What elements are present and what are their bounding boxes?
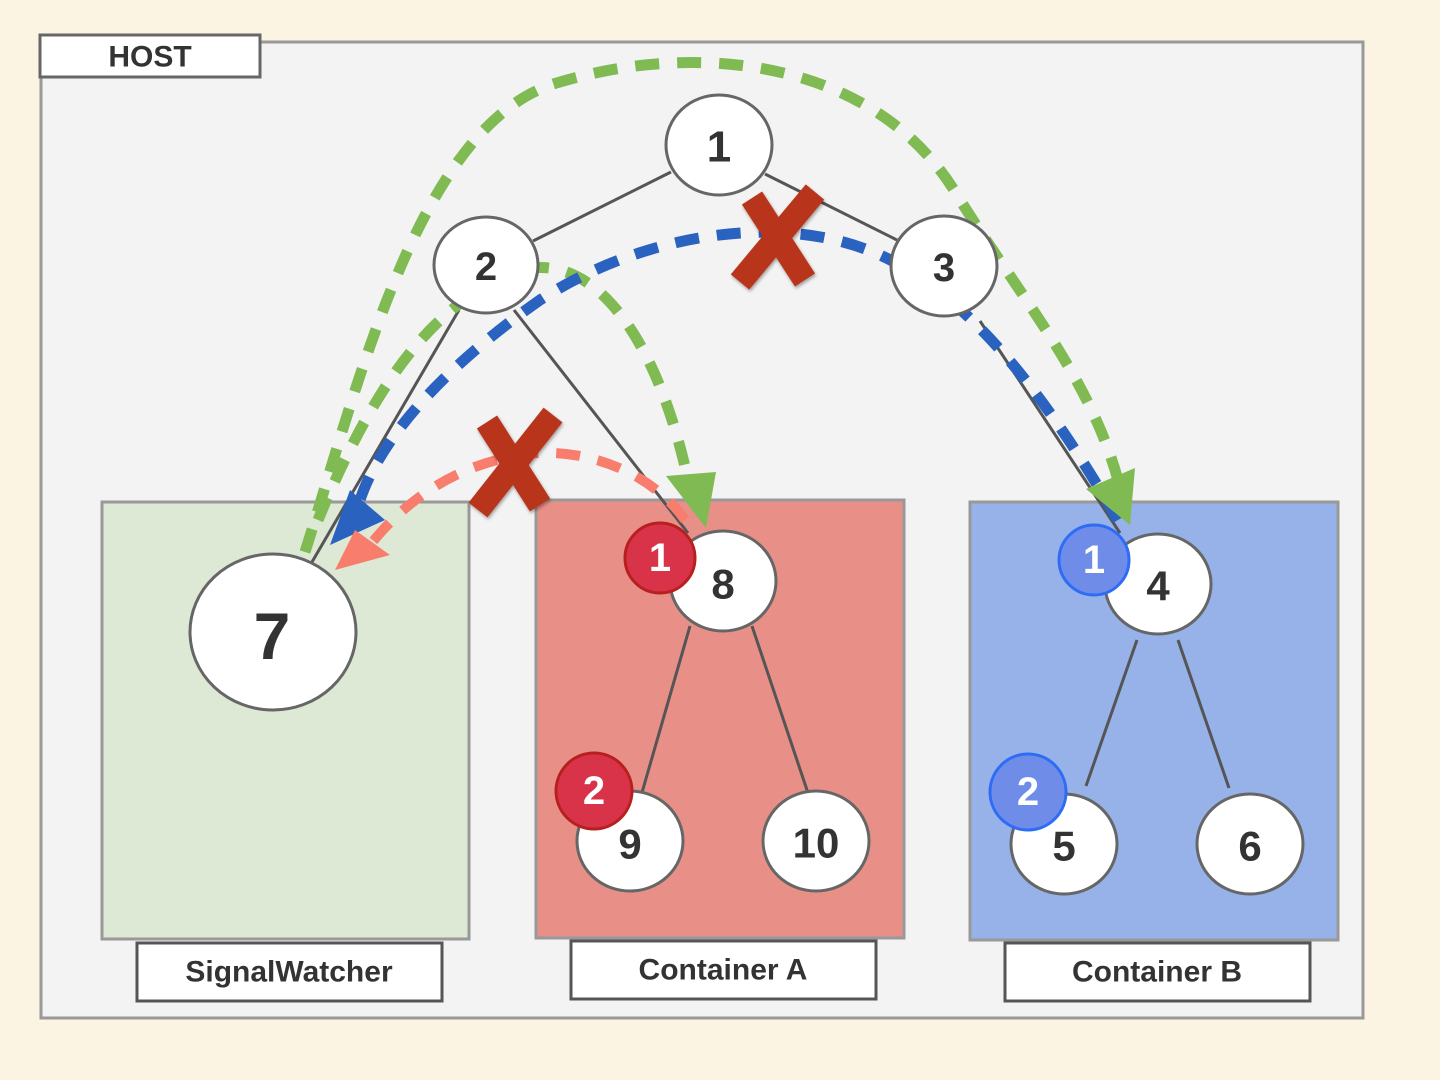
node-3-label: 3 xyxy=(933,246,955,290)
node-5-label: 5 xyxy=(1052,823,1075,870)
badge-a-1-label: 1 xyxy=(649,536,671,580)
node-2-circle xyxy=(432,215,540,315)
signal-arc-blue xyxy=(354,226,1123,523)
badge-a-2 xyxy=(554,751,634,831)
node-6-circle xyxy=(1195,792,1305,896)
edge-8-10 xyxy=(750,625,810,794)
edge-4-5 xyxy=(1084,639,1139,787)
edge-1-3 xyxy=(764,172,898,242)
container-label-box-signalwatcher xyxy=(135,941,444,1003)
node-7-label: 7 xyxy=(254,599,291,673)
badge-b-1 xyxy=(1057,523,1131,597)
signal-arc-green-inner xyxy=(312,262,694,523)
arrowhead-salmon-to-7 xyxy=(335,530,390,570)
badge-a-1 xyxy=(623,521,697,595)
host-label: HOST xyxy=(108,41,191,74)
node-6-label: 6 xyxy=(1238,823,1261,870)
container-label-container-b: Container B xyxy=(1072,956,1242,989)
node-10-label: 10 xyxy=(793,820,840,867)
blocked-marker-bottom xyxy=(468,407,563,518)
container-label-container-a: Container A xyxy=(639,954,808,987)
badge-a-2-label: 2 xyxy=(583,769,605,813)
badge-b-1-label: 1 xyxy=(1083,538,1105,582)
edge-4-6 xyxy=(1176,639,1231,789)
blocked-marker-top xyxy=(730,184,825,290)
arrowhead-blue-to-7 xyxy=(330,490,385,545)
container-label-signalwatcher: SignalWatcher xyxy=(185,956,393,989)
node-4-label: 4 xyxy=(1146,563,1170,610)
container-label-box-container-b xyxy=(1003,941,1312,1003)
edge-2-7 xyxy=(310,309,461,563)
badge-b-2 xyxy=(988,752,1068,832)
node-9-label: 9 xyxy=(618,821,641,868)
node-1-label: 1 xyxy=(707,123,731,172)
node-2-label: 2 xyxy=(475,245,497,289)
node-1-circle xyxy=(664,93,774,197)
node-3-circle xyxy=(889,214,999,318)
node-8-label: 8 xyxy=(711,561,734,608)
arrowhead-green-to-4 xyxy=(1086,468,1135,525)
edge-2-8 xyxy=(512,309,690,534)
node-7-circle xyxy=(188,552,358,712)
tree-nodes xyxy=(188,93,1305,896)
edge-1-2 xyxy=(532,170,672,243)
container-label-box-container-a xyxy=(569,939,878,1001)
host-label-box xyxy=(38,33,262,79)
badge-b-2-label: 2 xyxy=(1017,770,1039,814)
node-10-circle xyxy=(761,789,871,893)
signal-arc-green-top xyxy=(299,57,1124,554)
edge-8-9 xyxy=(639,625,692,797)
arrowhead-green-to-8 xyxy=(666,472,716,528)
